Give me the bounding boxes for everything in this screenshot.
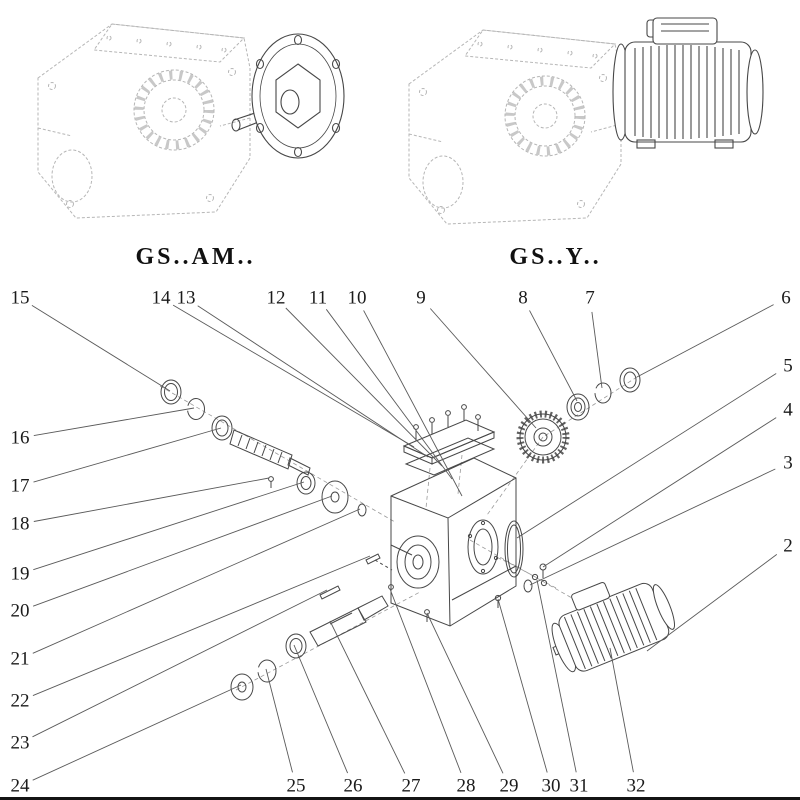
caption-gs-y: GS..Y..	[509, 244, 602, 270]
part-number-24: 24	[10, 775, 30, 797]
leader-line-13	[197, 305, 429, 458]
leader-line-30	[497, 598, 548, 773]
caption-gs-am: GS..AM..	[135, 244, 256, 270]
part-number-30: 30	[541, 775, 561, 797]
part-number-2: 2	[783, 535, 793, 557]
part-number-12: 12	[266, 287, 286, 309]
part-number-27: 27	[401, 775, 421, 797]
part-number-4: 4	[783, 399, 793, 421]
leader-line-16	[33, 407, 195, 437]
exploded-view-art	[159, 367, 675, 701]
part-number-32: 32	[626, 775, 646, 797]
cover-plate-art	[402, 404, 496, 476]
flange-seal-and-bolts-art	[494, 520, 548, 608]
leader-line-4	[542, 417, 777, 568]
part-number-31: 31	[569, 775, 589, 797]
part-number-3: 3	[783, 452, 793, 474]
part-number-6: 6	[781, 287, 791, 309]
part-number-28: 28	[456, 775, 476, 797]
input-shaft-set-art	[160, 379, 367, 517]
part-number-18: 18	[10, 513, 30, 535]
gearbox-y-drawing	[409, 17, 764, 224]
leader-line-17	[33, 427, 222, 483]
part-number-19: 19	[10, 563, 30, 585]
part-number-16: 16	[10, 427, 30, 449]
part-number-20: 20	[10, 600, 30, 622]
leader-line-9	[429, 308, 537, 429]
leader-line-19	[33, 481, 305, 571]
leader-line-24	[32, 684, 242, 781]
input-flange-art	[231, 33, 345, 159]
part-number-11: 11	[308, 287, 328, 309]
motor-art	[612, 17, 764, 149]
gearbox-am-drawing	[38, 24, 345, 218]
output-shaft-set-art	[230, 595, 389, 701]
leader-line-21	[32, 508, 361, 654]
part-number-7: 7	[585, 287, 595, 309]
leader-line-3	[529, 468, 776, 586]
leader-line-31	[536, 579, 577, 773]
leader-lines-layer	[31, 304, 778, 781]
bottom-border-rule	[0, 797, 800, 800]
part-number-15: 15	[10, 287, 30, 309]
leader-line-26	[293, 644, 349, 774]
leader-line-5	[516, 373, 777, 539]
leader-line-28	[389, 588, 462, 774]
leader-line-23	[32, 589, 328, 738]
leader-line-18	[33, 477, 270, 522]
leader-line-32	[609, 647, 634, 773]
part-number-29: 29	[499, 775, 519, 797]
leader-line-7	[591, 311, 603, 389]
leader-line-12	[285, 307, 443, 467]
motor-exploded-art	[551, 582, 675, 673]
part-number-5: 5	[783, 355, 793, 377]
leader-line-6	[636, 304, 774, 378]
leader-line-11	[325, 309, 453, 480]
leader-line-20	[32, 495, 333, 607]
part-number-23: 23	[10, 732, 30, 754]
part-number-17: 17	[10, 475, 30, 497]
leader-line-10	[363, 310, 463, 497]
leader-line-14	[172, 304, 415, 448]
leader-line-25	[265, 668, 293, 773]
leader-line-27	[329, 620, 406, 774]
leader-line-2	[646, 554, 778, 652]
part-number-14: 14	[151, 287, 171, 309]
part-number-21: 21	[10, 648, 30, 670]
leader-line-8	[529, 310, 578, 402]
housing-screws-art	[388, 584, 430, 622]
key-and-pin-art	[319, 553, 393, 600]
part-number-13: 13	[176, 287, 196, 309]
part-number-8: 8	[518, 287, 528, 309]
part-number-25: 25	[286, 775, 306, 797]
leader-line-15	[31, 305, 171, 392]
part-number-22: 22	[10, 690, 30, 712]
part-number-26: 26	[343, 775, 363, 797]
part-number-9: 9	[416, 287, 426, 309]
leader-line-22	[32, 555, 371, 697]
assembly-axis-guides	[159, 376, 638, 691]
leader-line-29	[426, 612, 504, 774]
output-gear-set-art	[516, 367, 641, 464]
part-number-10: 10	[347, 287, 367, 309]
